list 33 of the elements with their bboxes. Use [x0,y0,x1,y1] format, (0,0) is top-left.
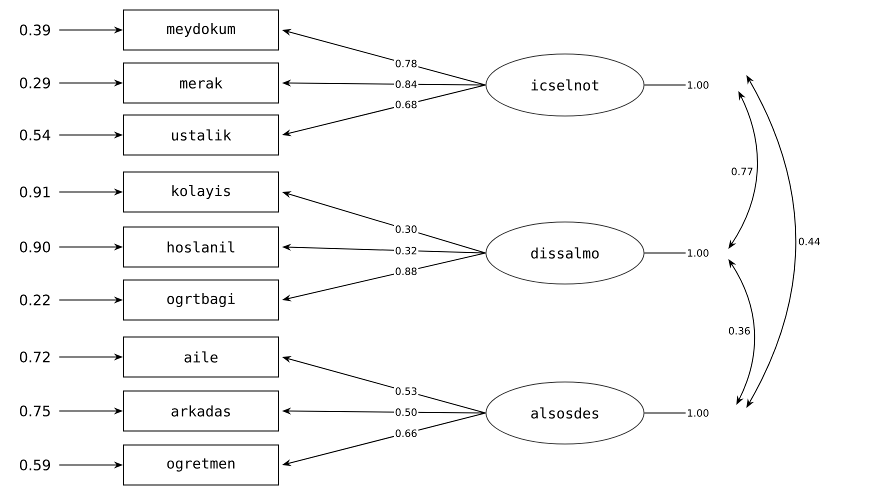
error-value: 0.91 [20,186,50,198]
edge-label: 0.36 [727,326,752,336]
variable-box: aile [122,336,280,378]
error-value: 0.29 [20,78,50,88]
error-value: 0.22 [20,294,50,306]
error-value: 0.75 [20,406,50,416]
edge-label: 0.32 [394,246,418,256]
edge-label: 0.53 [394,386,418,396]
variable-box: meydokum [122,9,280,51]
edge-label: 0.78 [394,58,418,68]
variance-value: 1.00 [688,81,708,89]
edge-label: 0.44 [797,236,822,246]
variable-box: ustalik [122,114,280,156]
edge-label: 0.66 [394,428,418,438]
edge-label: 0.30 [394,224,418,234]
error-value: 0.72 [20,352,50,362]
edge-label: 0.77 [730,166,754,176]
edge-label: 0.84 [394,79,418,89]
error-value: 0.59 [20,460,50,470]
variance-value: 1.00 [688,249,708,257]
variance-value: 1.00 [688,409,708,417]
variable-box: ogrtbagi [122,279,280,321]
variable-box: arkadas [122,390,280,432]
variable-box: merak [122,62,280,104]
error-value: 0.39 [20,24,50,36]
variable-box: ogretmen [122,444,280,486]
variable-box: kolayis [122,171,280,213]
edge-label: 0.50 [394,407,418,417]
edge-label: 0.68 [394,100,418,110]
error-value: 0.54 [20,130,50,140]
error-value: 0.90 [20,242,50,252]
edge-label: 0.88 [394,266,418,276]
variable-box: hoslanil [122,226,280,268]
